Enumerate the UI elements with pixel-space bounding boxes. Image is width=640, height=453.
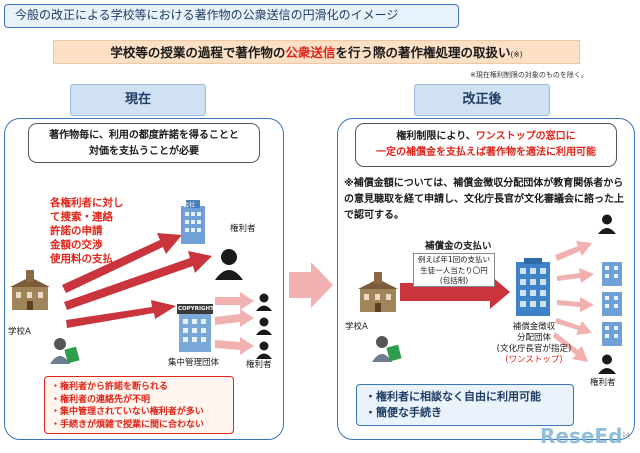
current-callout-line2: 対価を支払うことが必要 bbox=[89, 146, 199, 157]
payment-example-box: 例えば年1回の支払い 生徒一人当たり〇円 (包括制) bbox=[413, 253, 495, 287]
copyright-sign: COPYRIGHT bbox=[178, 306, 214, 312]
arrow-to-collective bbox=[66, 300, 176, 328]
main-title: 学校等の授業の過程で著作物の公衆送信を行う際の著作権処理の取扱い(※) bbox=[53, 40, 580, 64]
top-title: 今般の改正による学校等における著作物の公衆送信の円滑化のイメージ bbox=[4, 4, 459, 28]
arrow-small-2 bbox=[215, 309, 254, 327]
person-icon bbox=[256, 293, 272, 311]
watermark-logo: ReseEd bbox=[540, 424, 623, 448]
collective-org-label: 集中管理団体 bbox=[168, 358, 220, 368]
after-callout-line2: 一定の補償金を支払えば著作物を適法に利用可能 bbox=[376, 147, 596, 158]
heading-after: 改正後 bbox=[414, 84, 550, 116]
school-label-after: 学校A bbox=[345, 322, 368, 332]
rights-holder-label-2: 権利者 bbox=[246, 360, 272, 370]
task-item: 各権利者に対し bbox=[50, 197, 124, 209]
org-line: 分配団体 bbox=[516, 333, 551, 343]
after-callout-line1: 権利制限により、ワンストップの窓口に bbox=[396, 131, 576, 142]
task-item: 金額の交渉 bbox=[50, 239, 103, 251]
page-number: 14 bbox=[622, 432, 630, 439]
org-line: (文化庁長官が指定) bbox=[496, 344, 572, 354]
heading-current: 現在 bbox=[70, 84, 206, 116]
teacher-icon bbox=[50, 338, 80, 364]
after-note: ※補償金額については、補償金徴収分配団体が教育関係者からの意見聴取を経て申請し、… bbox=[344, 178, 624, 221]
problem-item: ・権利者から許諾を断られる bbox=[51, 382, 169, 392]
current-task-list: 各権利者に対し て捜索・連絡 許諾の申請 金額の交渉 使用料の支払 bbox=[50, 196, 155, 266]
rights-holder-label-1: 権利者 bbox=[230, 224, 256, 234]
arrow-out-1 bbox=[555, 241, 592, 261]
transition-arrow-icon bbox=[289, 262, 333, 308]
school-building-icon bbox=[358, 272, 398, 312]
person-icon bbox=[598, 354, 616, 374]
problem-item: ・集中管理されていない権利者が多い bbox=[51, 407, 204, 417]
person-icon bbox=[256, 317, 272, 335]
collection-org-label: 補償金徴収 分配団体 (文化庁長官が指定) (ワンストップ) bbox=[484, 322, 584, 366]
company-building-icon bbox=[602, 292, 622, 316]
org-line: (ワンストップ) bbox=[505, 355, 563, 365]
company-building-icon bbox=[181, 200, 205, 244]
person-icon bbox=[598, 214, 616, 234]
main-title-before: 学校等の授業の過程で著作物の bbox=[110, 45, 286, 60]
footnote: ※現在権利制限の対象のものを除く。 bbox=[470, 71, 588, 79]
teacher-icon bbox=[372, 336, 402, 362]
benefit-item: ・権利者に相談なく自由に利用可能 bbox=[365, 390, 541, 403]
collective-building-icon bbox=[177, 304, 213, 352]
arrow-out-3 bbox=[557, 297, 594, 312]
rights-holder-label-after: 権利者 bbox=[590, 378, 616, 388]
arrow-small-1 bbox=[215, 292, 254, 310]
arrow-to-person bbox=[64, 251, 212, 310]
current-problems-box: ・権利者から許諾を断られる ・権利者の連絡先が不明 ・集中管理されていない権利者… bbox=[44, 376, 234, 434]
current-callout-line1: 著作物毎に、利用の都度許諾を得ることと bbox=[49, 130, 239, 141]
after-callout: 権利制限により、ワンストップの窓口に 一定の補償金を支払えば著作物を適法に利用可… bbox=[355, 123, 617, 167]
arrow-out-5 bbox=[553, 332, 588, 362]
school-label-current: 学校A bbox=[8, 327, 31, 337]
school-building-icon bbox=[10, 270, 50, 310]
task-item: 使用料の支払 bbox=[50, 253, 113, 265]
example-line: 例えば年1回の支払い bbox=[417, 255, 491, 264]
problem-item: ・手続きが煩雑で授業に間に合わない bbox=[51, 419, 205, 430]
task-item: 許諾の申請 bbox=[50, 225, 103, 237]
example-line: 生徒一人当たり〇円 bbox=[420, 265, 488, 275]
arrow-to-company bbox=[62, 233, 182, 293]
benefit-item: ・簡便な手続き bbox=[365, 406, 442, 419]
company-building-icon bbox=[602, 262, 622, 286]
payment-label: 補償金の支払い bbox=[425, 241, 492, 252]
company-building-icon bbox=[602, 322, 622, 346]
main-title-mark: (※) bbox=[510, 50, 523, 59]
person-icon bbox=[256, 341, 272, 359]
task-item: て捜索・連絡 bbox=[50, 211, 113, 223]
person-icon bbox=[215, 249, 243, 280]
arrow-out-2 bbox=[557, 268, 594, 283]
example-line: (包括制) bbox=[439, 276, 469, 285]
after-benefits-box: ・権利者に相談なく自由に利用可能 ・簡便な手続き bbox=[356, 384, 574, 426]
main-title-highlight: 公衆送信 bbox=[285, 45, 336, 60]
arrow-out-4 bbox=[555, 318, 592, 335]
company-sign: 会社 bbox=[183, 202, 196, 209]
collection-org-building-icon bbox=[516, 258, 550, 316]
arrow-small-3 bbox=[215, 337, 254, 355]
main-title-after: を行う際の著作権処理の取扱い bbox=[335, 45, 511, 60]
problem-item: ・権利者の連絡先が不明 bbox=[51, 394, 151, 405]
current-callout: 著作物毎に、利用の都度許諾を得ることと 対価を支払うことが必要 bbox=[28, 123, 260, 163]
org-line: 補償金徴収 bbox=[512, 322, 556, 332]
